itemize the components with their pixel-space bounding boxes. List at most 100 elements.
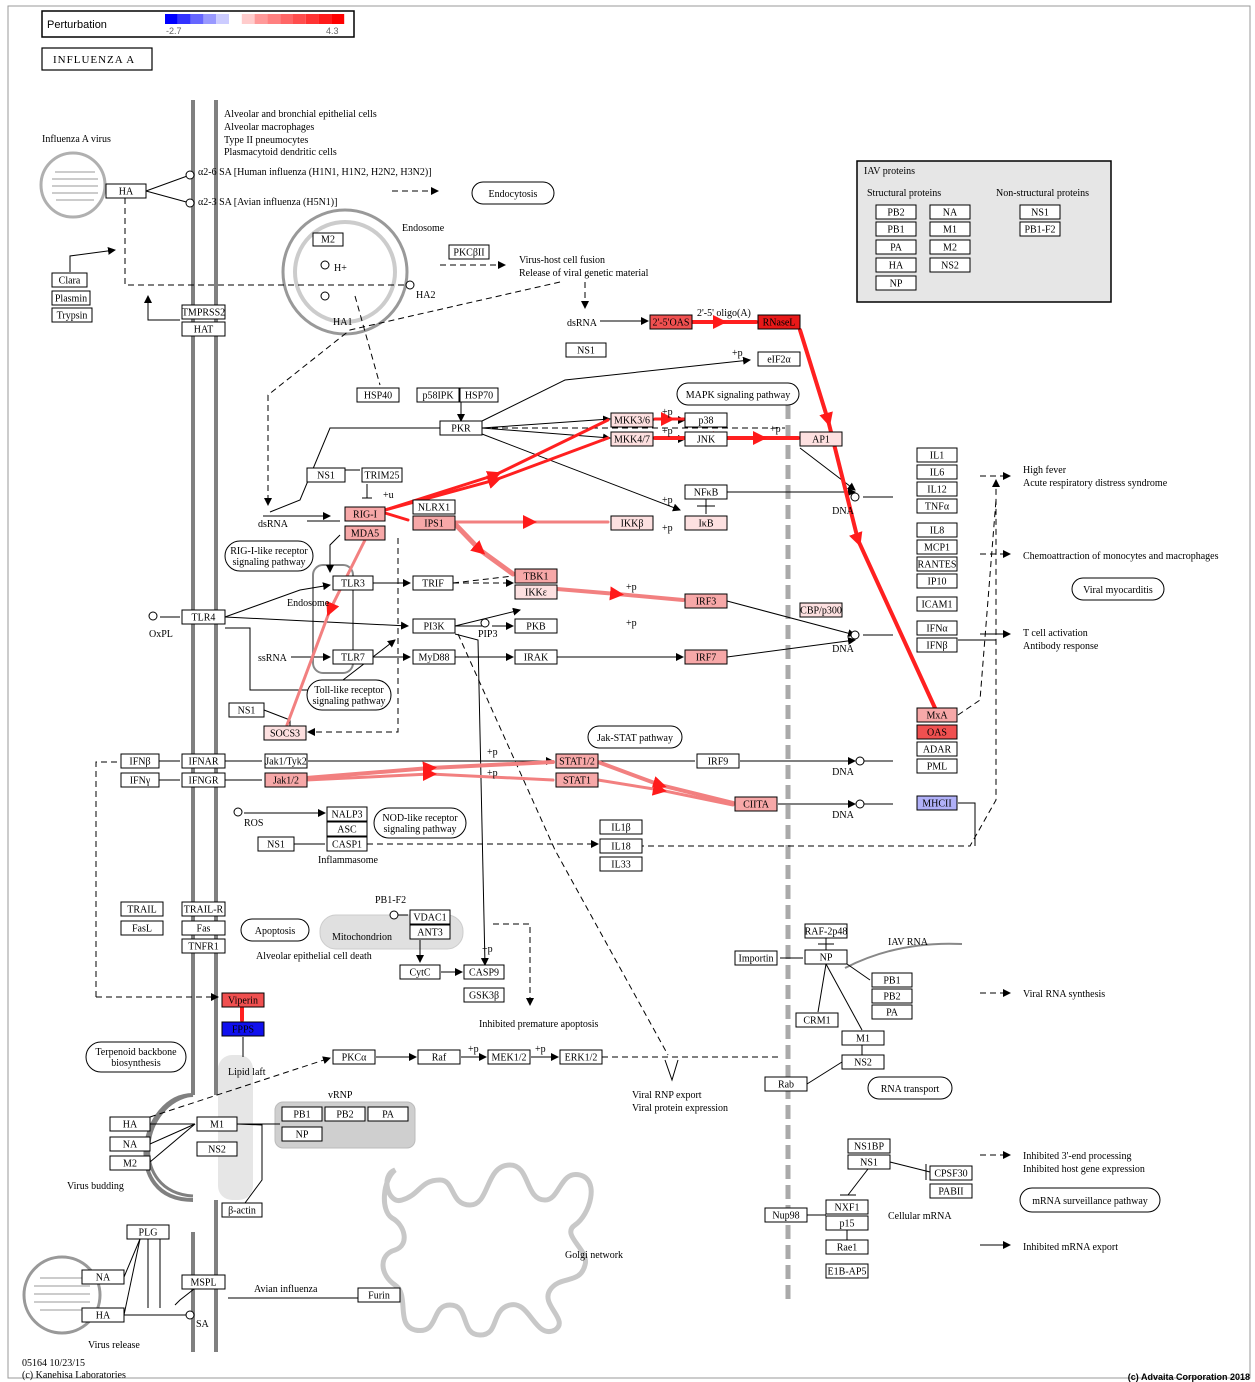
gene-node-l_ha[interactable]: HA bbox=[876, 258, 916, 272]
gene-node-m2_top[interactable]: M2 bbox=[313, 233, 343, 246]
gene-node-furin[interactable]: Furin bbox=[358, 1288, 400, 1302]
gene-node-plg[interactable]: PLG bbox=[127, 1225, 169, 1239]
gene-node-irak[interactable]: IRAK bbox=[515, 650, 557, 664]
gene-node-rantes[interactable]: RANTES bbox=[917, 557, 957, 571]
gene-node-il18[interactable]: IL18 bbox=[600, 839, 642, 853]
gene-node-ns1bp[interactable]: NS1BP bbox=[848, 1139, 890, 1153]
gene-node-erk12[interactable]: ERK1/2 bbox=[560, 1050, 602, 1064]
viral-myocarditis-pathway[interactable]: Viral myocarditis bbox=[1072, 578, 1164, 600]
gene-node-pml[interactable]: PML bbox=[917, 759, 957, 773]
gene-node-rab[interactable]: Rab bbox=[765, 1077, 807, 1091]
gene-node-trailr[interactable]: TRAIL-R bbox=[182, 902, 225, 916]
gene-node-tnfa[interactable]: TNFα bbox=[917, 499, 957, 513]
gene-node-mspl[interactable]: MSPL bbox=[182, 1275, 225, 1289]
gene-node-na_b[interactable]: NA bbox=[110, 1137, 150, 1151]
gene-node-pi3k[interactable]: PI3K bbox=[413, 619, 455, 633]
gene-node-viperin[interactable]: Viperin bbox=[222, 993, 264, 1007]
gene-node-oas[interactable]: OAS bbox=[917, 725, 957, 739]
gene-node-myd88[interactable]: MyD88 bbox=[413, 650, 455, 664]
gene-node-jak12[interactable]: Jak1/2 bbox=[265, 773, 307, 787]
gene-node-np_b[interactable]: NP bbox=[282, 1127, 322, 1141]
gene-node-l_na[interactable]: NA bbox=[930, 205, 970, 219]
apoptosis-pathway[interactable]: Apoptosis bbox=[241, 919, 309, 941]
gene-node-l_ns1[interactable]: NS1 bbox=[1020, 205, 1060, 219]
gene-node-ciita[interactable]: CIITA bbox=[735, 797, 777, 811]
gene-node-m1_b[interactable]: M1 bbox=[197, 1117, 237, 1131]
gene-node-ifnar[interactable]: IFNAR bbox=[182, 754, 225, 768]
gene-node-mkk47[interactable]: MKK4/7 bbox=[611, 432, 653, 446]
gene-node-il1[interactable]: IL1 bbox=[917, 448, 957, 462]
gene-node-il6[interactable]: IL6 bbox=[917, 465, 957, 479]
gene-node-ha_b[interactable]: HA bbox=[110, 1117, 150, 1131]
gene-node-trypsin[interactable]: Trypsin bbox=[52, 308, 92, 322]
gene-node-asc[interactable]: ASC bbox=[327, 822, 367, 836]
gene-node-importin[interactable]: Importin bbox=[735, 951, 777, 965]
gene-node-ha_c[interactable]: HA bbox=[82, 1308, 124, 1322]
gene-node-l_np[interactable]: NP bbox=[876, 276, 916, 290]
gene-node-tnfr1[interactable]: TNFR1 bbox=[182, 939, 225, 953]
gene-node-hat[interactable]: HAT bbox=[182, 322, 225, 336]
gene-node-l_m1[interactable]: M1 bbox=[930, 222, 970, 236]
gene-node-tlr4[interactable]: TLR4 bbox=[182, 610, 225, 624]
gene-node-ikke[interactable]: IKKε bbox=[515, 585, 557, 599]
gene-node-ifngr[interactable]: IFNGR bbox=[182, 773, 225, 787]
gene-node-bactin[interactable]: β-actin bbox=[222, 1203, 262, 1217]
gene-node-adar[interactable]: ADAR bbox=[917, 742, 957, 756]
gene-node-pb1_b[interactable]: PB1 bbox=[282, 1107, 322, 1121]
gene-node-m1_a[interactable]: M1 bbox=[842, 1031, 884, 1045]
gene-node-pkr[interactable]: PKR bbox=[440, 421, 482, 435]
gene-node-stat12[interactable]: STAT1/2 bbox=[556, 754, 598, 768]
gene-node-ap1[interactable]: AP1 bbox=[800, 432, 842, 446]
gene-node-na_c[interactable]: NA bbox=[82, 1270, 124, 1284]
gene-node-rigi[interactable]: RIG-I bbox=[345, 507, 385, 521]
gene-node-ns1c[interactable]: NS1 bbox=[229, 703, 264, 717]
gene-node-p58ipk[interactable]: p58IPK bbox=[417, 388, 459, 402]
gene-node-l_ns2[interactable]: NS2 bbox=[930, 258, 970, 272]
gene-node-pb1_a[interactable]: PB1 bbox=[872, 973, 912, 987]
gene-node-hsp70[interactable]: HSP70 bbox=[460, 388, 498, 402]
gene-node-rnasel[interactable]: RNaseL bbox=[758, 315, 800, 329]
gene-node-il12[interactable]: IL12 bbox=[917, 482, 957, 496]
gene-node-l_pb1f2[interactable]: PB1-F2 bbox=[1020, 222, 1060, 236]
gene-node-fas[interactable]: Fas bbox=[182, 921, 225, 935]
gene-node-pkca[interactable]: PKCα bbox=[333, 1050, 375, 1064]
gene-node-clara[interactable]: Clara bbox=[52, 273, 87, 287]
gene-node-cpsf30[interactable]: CPSF30 bbox=[930, 1166, 972, 1180]
gene-node-irf7[interactable]: IRF7 bbox=[685, 650, 727, 664]
gene-node-fasl[interactable]: FasL bbox=[121, 921, 163, 935]
gene-node-plasmin[interactable]: Plasmin bbox=[52, 291, 90, 305]
gene-node-rae1[interactable]: Rae1 bbox=[826, 1240, 868, 1254]
gene-node-e1bap5[interactable]: E1B-AP5 bbox=[826, 1264, 868, 1278]
gene-node-np_a[interactable]: NP bbox=[805, 950, 847, 964]
gene-node-ikb[interactable]: IκB bbox=[685, 516, 727, 530]
gene-node-irf9[interactable]: IRF9 bbox=[697, 754, 739, 768]
gene-node-pb2_a[interactable]: PB2 bbox=[872, 989, 912, 1003]
gene-node-casp9[interactable]: CASP9 bbox=[464, 965, 504, 979]
gene-node-mcp1[interactable]: MCP1 bbox=[917, 540, 957, 554]
gene-node-ns1a[interactable]: NS1 bbox=[566, 343, 606, 357]
gene-node-pkb[interactable]: PKB bbox=[515, 619, 557, 633]
gene-node-ns2_a[interactable]: NS2 bbox=[842, 1055, 884, 1069]
gene-node-tmprss2[interactable]: TMPRSS2 bbox=[182, 305, 225, 319]
gene-node-pa_b[interactable]: PA bbox=[368, 1107, 408, 1121]
gene-node-ns1d[interactable]: NS1 bbox=[258, 837, 294, 851]
gene-node-stat1[interactable]: STAT1 bbox=[556, 773, 598, 787]
gene-node-il33[interactable]: IL33 bbox=[600, 857, 642, 871]
gene-node-il8[interactable]: IL8 bbox=[917, 523, 957, 537]
gene-node-l_pa[interactable]: PA bbox=[876, 240, 916, 254]
gene-node-il1b[interactable]: IL1β bbox=[600, 820, 642, 834]
gene-node-l_pb1[interactable]: PB1 bbox=[876, 222, 916, 236]
gene-node-nup98[interactable]: Nup98 bbox=[765, 1208, 807, 1222]
gene-node-gsk3b[interactable]: GSK3β bbox=[464, 988, 504, 1002]
gene-node-ns1b[interactable]: NS1 bbox=[307, 468, 345, 482]
gene-node-oas2[interactable]: 2'-5'OAS bbox=[650, 315, 692, 329]
gene-node-trim25[interactable]: TRIM25 bbox=[362, 468, 402, 482]
gene-node-mda5[interactable]: MDA5 bbox=[345, 526, 385, 540]
gene-node-eif2a[interactable]: eIF2α bbox=[758, 352, 800, 366]
mrna-surveillance-pathway[interactable]: mRNA surveillance pathway bbox=[1020, 1188, 1160, 1212]
gene-node-jnk[interactable]: JNK bbox=[685, 432, 727, 446]
gene-node-cytc[interactable]: CytC bbox=[400, 965, 440, 979]
rna-transport-pathway[interactable]: RNA transport bbox=[868, 1077, 952, 1099]
